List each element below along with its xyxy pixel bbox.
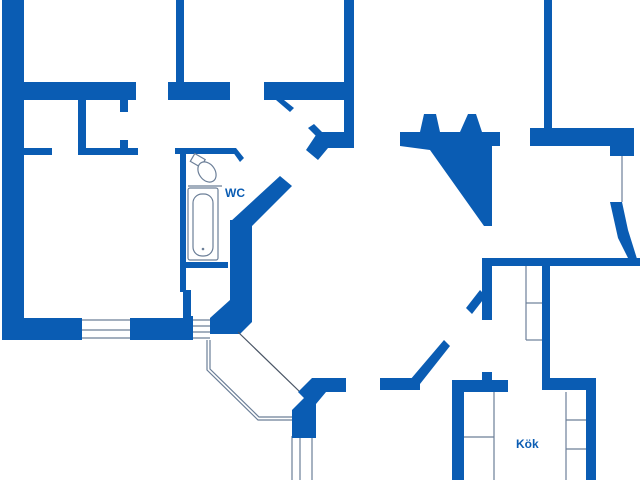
east-walls	[490, 0, 640, 266]
toilet-icon	[189, 152, 217, 183]
center-walls	[292, 258, 492, 438]
window-west-room	[82, 319, 210, 339]
window-bay-south	[206, 331, 313, 480]
chimney-block	[400, 114, 500, 226]
bathtub-icon	[187, 185, 222, 261]
kitchen-counter-left	[464, 392, 495, 480]
kitchen-walls	[452, 262, 596, 480]
interior-walls-top	[22, 0, 354, 160]
room-label-wc: WC	[225, 186, 245, 200]
exterior-walls	[2, 0, 193, 340]
kitchen-counter-right	[525, 266, 586, 480]
wc-walls	[175, 148, 292, 334]
room-label-kitchen: Kök	[516, 437, 539, 451]
